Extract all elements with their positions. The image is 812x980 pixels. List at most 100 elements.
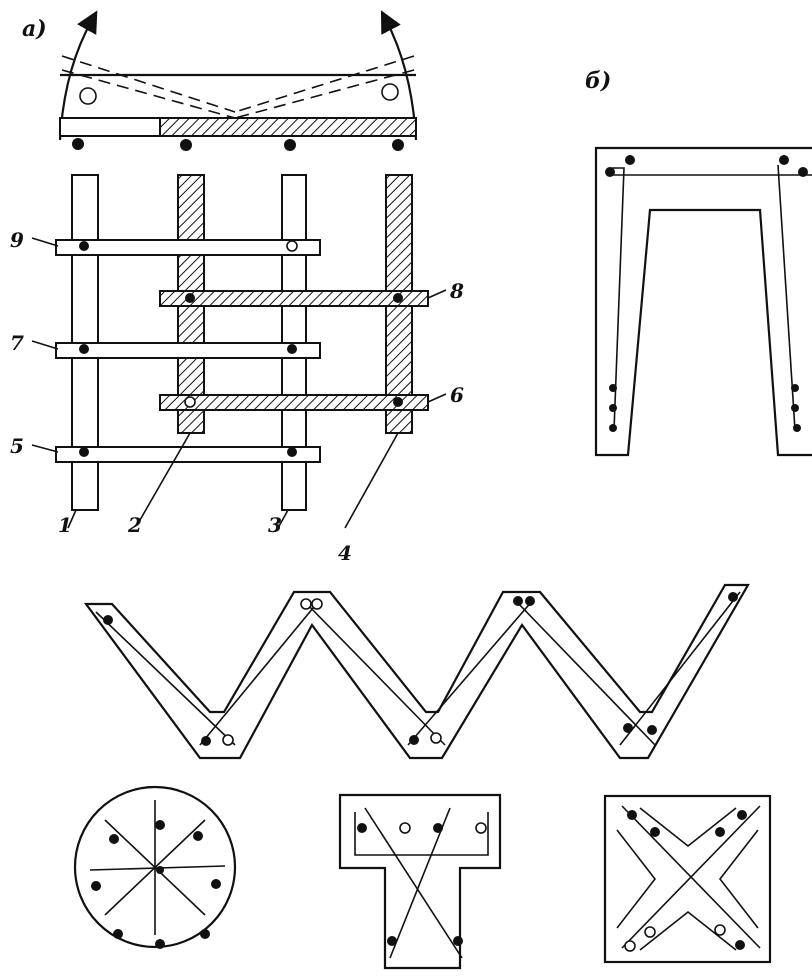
w-bar — [409, 735, 419, 745]
roller-1 — [72, 138, 84, 150]
w-bar — [513, 596, 523, 606]
t-section-outline — [338, 793, 502, 970]
w-rebar — [407, 599, 534, 746]
callout-9: 9 — [10, 228, 24, 252]
dashed-line-3 — [234, 55, 415, 113]
square-void-left — [616, 829, 657, 929]
channel-bar — [791, 384, 799, 392]
circle-rebar — [104, 819, 206, 916]
rail-9 — [55, 239, 321, 256]
dashed-line-2 — [61, 69, 236, 119]
circle-bar — [91, 881, 101, 891]
callout-8: 8 — [449, 279, 464, 303]
cage-bar — [286, 240, 298, 252]
w-section-outline — [83, 583, 750, 760]
circle-outline — [73, 785, 237, 949]
square-bar — [624, 940, 636, 952]
leader-9 — [31, 237, 59, 247]
w-bar — [311, 598, 323, 610]
circle-bar — [155, 939, 165, 949]
square-bar — [644, 926, 656, 938]
roller-4 — [392, 139, 404, 151]
w-bar — [201, 736, 211, 746]
panel-b: б) — [585, 68, 812, 457]
callout-6: 6 — [450, 383, 464, 407]
w-bar — [103, 615, 113, 625]
cage-bar — [79, 241, 89, 251]
t-bar — [453, 936, 463, 946]
w-bar — [222, 734, 234, 746]
form-base-plain — [59, 117, 161, 137]
leader-4 — [344, 432, 399, 529]
w-bar — [300, 598, 312, 610]
square-rebar — [621, 805, 761, 949]
w-bar — [430, 732, 442, 744]
panel-a-label: а) — [22, 16, 47, 42]
w-bar — [525, 596, 535, 606]
channel-section-outline — [594, 146, 812, 457]
w-rebar — [199, 601, 319, 746]
cage-bar — [287, 344, 297, 354]
roller-3 — [284, 139, 296, 151]
square-void-right — [718, 829, 759, 929]
w-rebar — [304, 601, 446, 746]
channel-bar — [605, 167, 615, 177]
callout-1: 1 — [58, 513, 72, 537]
roller-2 — [180, 139, 192, 151]
folded-plate-section — [83, 583, 750, 760]
leader-1 — [67, 509, 77, 529]
cage-bar — [185, 293, 195, 303]
leader-5 — [31, 444, 59, 453]
callout-3: 3 — [268, 513, 282, 537]
callout-7: 7 — [10, 331, 24, 355]
t-rebar-stirrup — [354, 812, 489, 856]
t-rebar — [364, 807, 463, 959]
form-base-hatched — [159, 117, 417, 137]
channel-bar — [609, 404, 617, 412]
square-outline — [603, 794, 772, 964]
square-void-top — [639, 807, 737, 848]
leader-6 — [427, 393, 447, 403]
square-bar — [735, 940, 745, 950]
cage-bar — [184, 396, 196, 408]
t-bar — [475, 822, 487, 834]
dashed-line-4 — [234, 69, 415, 119]
w-rebar — [95, 611, 236, 746]
channel-rebar-left — [612, 167, 625, 431]
t-bar — [433, 823, 443, 833]
channel-bar — [791, 404, 799, 412]
cage-bar — [393, 293, 403, 303]
cage-bar — [79, 344, 89, 354]
square-bar — [714, 924, 726, 936]
circular-section — [73, 785, 237, 949]
panel-b-label: б) — [585, 68, 611, 94]
square-bar — [627, 810, 637, 820]
channel-bar — [609, 384, 617, 392]
square-bar — [715, 827, 725, 837]
hinge-left — [79, 87, 97, 105]
reinforcement-cage: 9 7 5 8 6 1 2 3 4 — [10, 174, 464, 565]
rail-5 — [55, 446, 321, 463]
w-bar — [728, 592, 738, 602]
leader-7 — [31, 340, 59, 350]
channel-bar — [779, 155, 789, 165]
cage-bar — [393, 397, 403, 407]
t-rebar — [389, 807, 451, 959]
w-bar — [623, 723, 633, 733]
w-rebar — [619, 591, 741, 746]
channel-bar — [793, 424, 801, 432]
square-void-bottom — [639, 910, 737, 951]
circle-bar — [200, 929, 210, 939]
leader-8 — [427, 289, 447, 299]
channel-bar — [609, 424, 617, 432]
square-bar — [737, 810, 747, 820]
dashed-line-1 — [61, 55, 236, 113]
circle-bar — [211, 879, 221, 889]
circle-bar — [155, 820, 165, 830]
cage-bar — [79, 447, 89, 457]
hinge-right — [381, 83, 399, 101]
rail-7 — [55, 342, 321, 359]
leader-3 — [277, 509, 289, 529]
square-section — [603, 794, 772, 964]
square-bar — [650, 827, 660, 837]
